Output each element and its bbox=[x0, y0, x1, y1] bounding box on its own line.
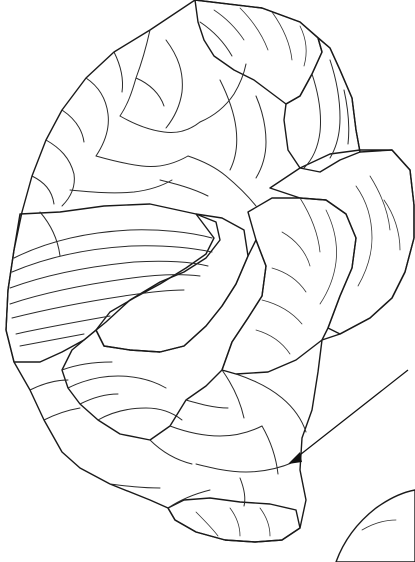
lower-mid-region bbox=[62, 240, 266, 440]
arrow-icon bbox=[288, 370, 408, 464]
tract-lines bbox=[10, 212, 212, 346]
top-dark-region bbox=[195, 0, 322, 104]
sulci bbox=[30, 8, 400, 536]
brain-silhouette bbox=[6, 0, 414, 542]
adjacent-brain-contour bbox=[336, 490, 415, 562]
adjacent-brain-fold bbox=[362, 520, 396, 530]
right-darkest-region bbox=[270, 150, 414, 334]
pale-central-region bbox=[96, 214, 248, 352]
middle-white-region bbox=[6, 204, 220, 362]
right-dark-region bbox=[222, 198, 356, 374]
bottom-white-tip bbox=[168, 498, 300, 542]
